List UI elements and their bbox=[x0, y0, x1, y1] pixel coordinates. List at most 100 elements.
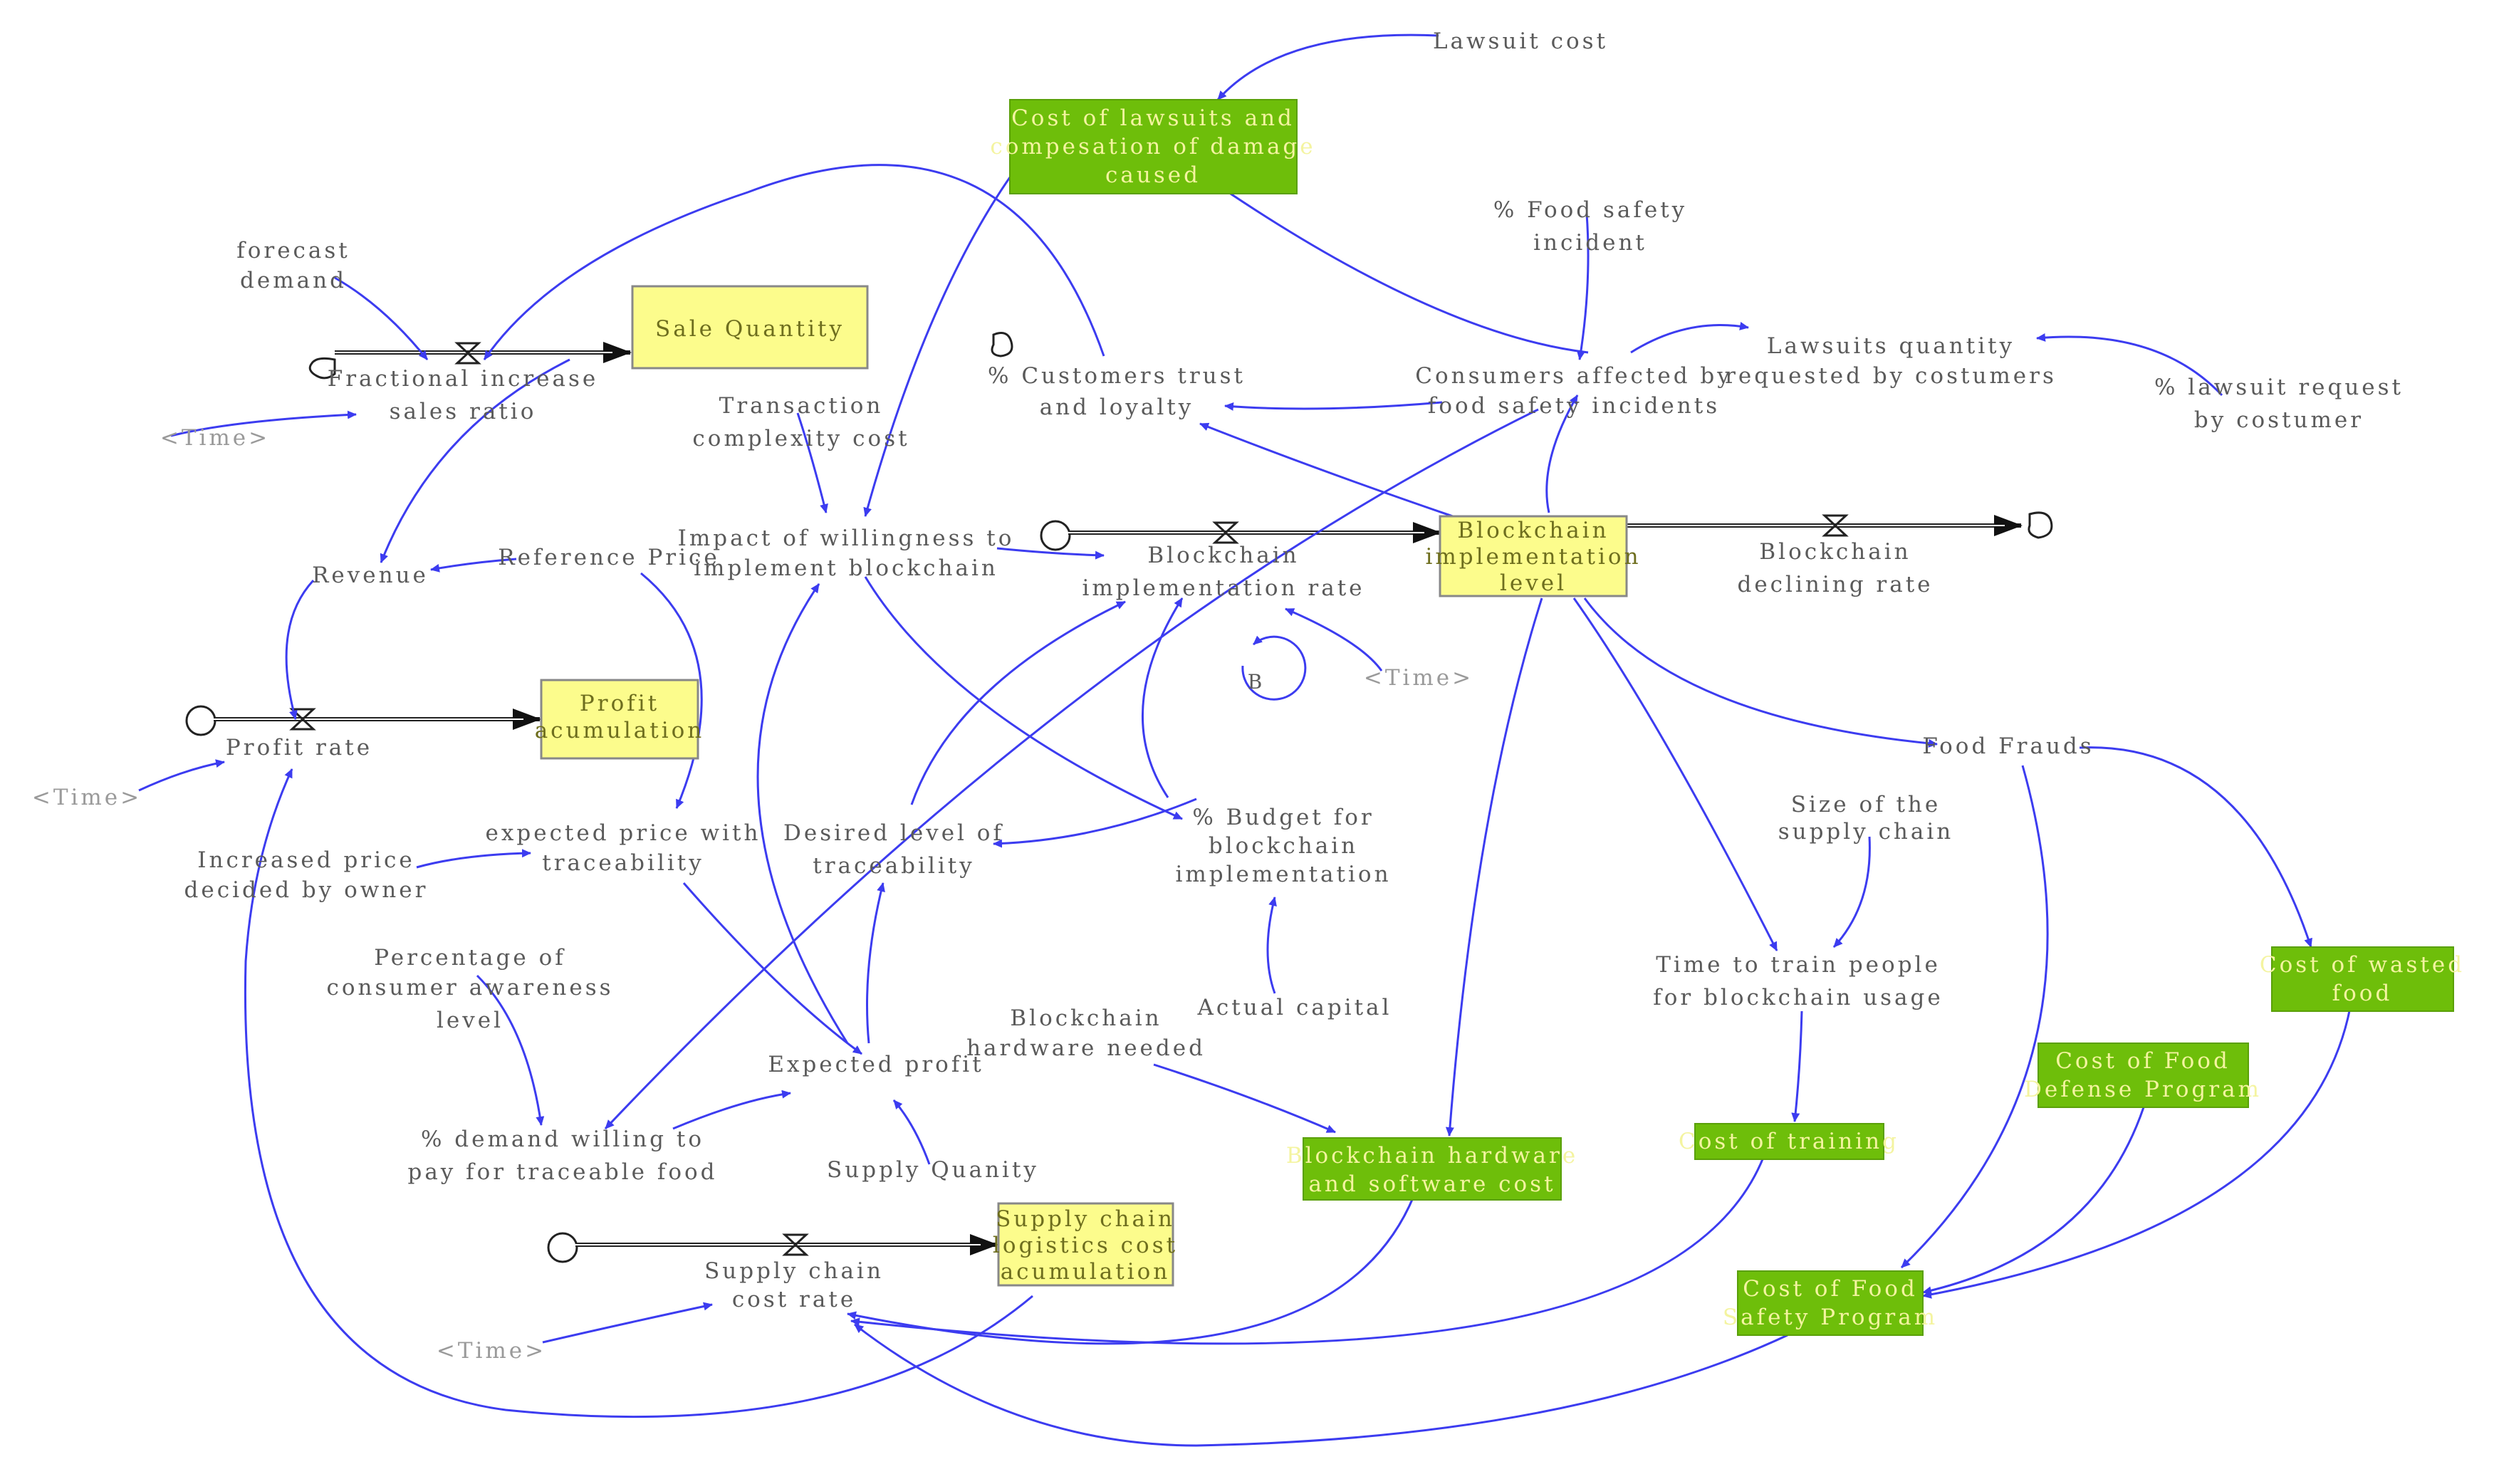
line: Actual capital bbox=[1197, 995, 1392, 1020]
var-expected-profit[interactable]: Expected profit bbox=[768, 1052, 983, 1077]
line: Sale Quantity bbox=[655, 316, 845, 342]
pipe-sales bbox=[308, 342, 632, 380]
link-foodsafety-consumers bbox=[1576, 213, 1590, 360]
stock-cost-of-lawsuits[interactable]: Cost of lawsuits and compesation of damag… bbox=[990, 99, 1315, 194]
var-actual-capital[interactable]: Actual capital bbox=[1197, 995, 1392, 1020]
link-blockchainlevel-timetrain bbox=[1572, 597, 1778, 951]
line: blockchain bbox=[1209, 833, 1358, 859]
shadow-time-sales[interactable]: <Time> bbox=[160, 425, 270, 451]
line: Transaction bbox=[719, 393, 884, 419]
var-supply-quanity[interactable]: Supply Quanity bbox=[827, 1157, 1039, 1183]
balancing-loop: B bbox=[1241, 635, 1307, 701]
link-size-timetrain bbox=[1832, 836, 1871, 949]
pipe-supply bbox=[547, 1232, 998, 1263]
line: traceability bbox=[542, 850, 704, 876]
link-refprice-expectedprice bbox=[640, 572, 703, 809]
link-wasted-foodsafety bbox=[1922, 1007, 2352, 1299]
line: Blockchain bbox=[1010, 1005, 1162, 1031]
line: level bbox=[1500, 570, 1567, 596]
flow-profit-rate[interactable]: Profit rate bbox=[226, 735, 372, 761]
line: implement blockchain bbox=[694, 555, 998, 581]
var-lawsuit-cost[interactable]: Lawsuit cost bbox=[1433, 28, 1608, 54]
line: Food Frauds bbox=[1922, 733, 2094, 759]
line: implementation rate bbox=[1082, 575, 1365, 601]
line: % lawsuit request bbox=[2154, 375, 2404, 400]
stock-cost-of-training[interactable]: Cost of training bbox=[1679, 1123, 1899, 1160]
var-reference-price[interactable]: Reference Price bbox=[498, 545, 720, 570]
var-expected-price[interactable]: expected price with traceability bbox=[486, 820, 761, 876]
link-time-profitrate bbox=[138, 759, 225, 792]
link-time-blockchainrate bbox=[1285, 607, 1383, 672]
stock-sale-quantity[interactable]: Sale Quantity bbox=[631, 285, 869, 370]
link-consumers-trust bbox=[1224, 401, 1443, 411]
line: compesation of damage bbox=[990, 134, 1315, 160]
line: traceability bbox=[813, 853, 975, 879]
link-expectedprice-expectedprofit bbox=[682, 882, 862, 1055]
line: and loyalty bbox=[1040, 394, 1194, 420]
link-fractional-revenue bbox=[380, 358, 570, 563]
line: implementation bbox=[1425, 544, 1641, 570]
line: sales ratio bbox=[390, 399, 537, 424]
var-food-frauds[interactable]: Food Frauds bbox=[1922, 733, 2094, 759]
line: level bbox=[437, 1008, 504, 1033]
var-revenue[interactable]: Revenue bbox=[312, 563, 429, 588]
link-transaction-impact bbox=[796, 412, 828, 513]
link-supplycost-profitrate bbox=[244, 768, 1033, 1418]
line: pay for traceable food bbox=[407, 1159, 717, 1185]
valve-sales bbox=[454, 342, 481, 365]
line: Cost of Food bbox=[2055, 1048, 2230, 1074]
line: Expected profit bbox=[768, 1052, 983, 1077]
shadow-time-profit[interactable]: <Time> bbox=[32, 785, 142, 810]
line: Cost of Food bbox=[1743, 1276, 1918, 1302]
pipe-profit bbox=[185, 705, 541, 736]
stock-lawsuits-label: Cost of lawsuits and compesation of damag… bbox=[990, 105, 1315, 188]
line: Cost of lawsuits and bbox=[1011, 105, 1295, 131]
link-consumers-costlawsuits bbox=[1217, 184, 1589, 354]
line: acumulation bbox=[535, 718, 705, 743]
line: Profit bbox=[580, 691, 659, 716]
link-foodfrauds-wasted bbox=[2079, 746, 2312, 948]
shadow-time-blockchain[interactable]: <Time> bbox=[1364, 665, 1473, 691]
link-blockchainlevel-trust bbox=[1199, 422, 1454, 518]
link-impact-blockchainrate bbox=[996, 547, 1105, 560]
shadow-time-supply[interactable]: <Time> bbox=[437, 1338, 546, 1364]
cloud-source-supply bbox=[547, 1232, 578, 1263]
line: expected price with bbox=[486, 820, 761, 846]
line: % Budget for bbox=[1192, 805, 1374, 830]
link-revenue-profitrate bbox=[285, 579, 315, 720]
